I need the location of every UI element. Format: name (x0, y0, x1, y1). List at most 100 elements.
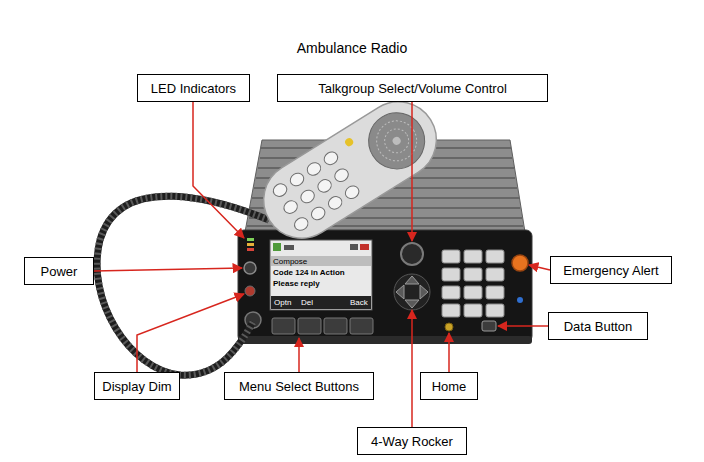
menu-select-buttons (272, 318, 373, 334)
mic-key (292, 215, 310, 233)
keypad-key (464, 286, 482, 299)
display-text: Optn (274, 298, 291, 307)
cable-coils (97, 196, 269, 375)
side-button (517, 297, 523, 303)
mic-key (343, 183, 361, 201)
status-icon (350, 244, 358, 250)
display-text: Code 124 in Action (273, 268, 345, 277)
leader-line (411, 102, 413, 241)
home-button (445, 323, 453, 331)
keypad-key (442, 268, 460, 281)
mic-key (298, 188, 316, 206)
status-icon (360, 244, 369, 250)
leader-line (411, 310, 413, 427)
mic-body (249, 87, 450, 252)
radio-front-face (238, 230, 532, 342)
callout-box: Talkgroup Select/Volume Control (277, 74, 548, 102)
mic-key (332, 167, 350, 185)
keypad-key (464, 250, 482, 263)
callout-box: Display Dim (94, 372, 180, 400)
callout-label: 4-Way Rocker (371, 434, 453, 449)
callout-label: Menu Select Buttons (239, 379, 359, 394)
keypad-key (442, 286, 460, 299)
callout-box: Power (24, 257, 94, 285)
mic-key (326, 194, 344, 212)
speaker-center (391, 135, 402, 146)
status-icon (284, 245, 294, 250)
callout-box: LED Indicators (137, 74, 250, 102)
power-button (244, 262, 256, 274)
keypad-key (486, 304, 504, 317)
mic-key (322, 150, 340, 168)
mic-key (315, 177, 333, 195)
leader-line (298, 338, 300, 372)
callout-label: Emergency Alert (563, 263, 658, 278)
rocker-left (396, 285, 404, 299)
display-dim-button (245, 286, 255, 296)
leader-line (94, 268, 242, 271)
rocker-ring (394, 274, 430, 310)
data-button (482, 321, 496, 331)
softkey-bar (271, 296, 371, 309)
rocker-right (420, 285, 428, 299)
callout-label: Talkgroup Select/Volume Control (318, 81, 507, 96)
leader-line (193, 102, 244, 238)
callout-box: Home (420, 372, 478, 400)
mic-key (271, 181, 289, 199)
display-text: Please reply (273, 279, 320, 288)
mic-key (305, 160, 323, 178)
mic-key (309, 205, 327, 223)
led-indicator (247, 248, 254, 251)
leader-line (529, 265, 550, 270)
callout-label: Display Dim (102, 379, 171, 394)
mic-indicator (344, 137, 355, 148)
rocker-down (405, 300, 419, 308)
callout-box: Data Button (548, 312, 648, 340)
keypad-key (442, 304, 460, 317)
menu-button (272, 318, 295, 334)
callout-box: Menu Select Buttons (224, 372, 374, 400)
leader-line (448, 333, 450, 372)
radio-base (238, 336, 532, 344)
display-text: Back (350, 298, 368, 307)
leader-line (137, 294, 244, 372)
mic-speaker (358, 102, 435, 179)
rocker-up (405, 276, 419, 284)
keypad-key (486, 268, 504, 281)
coiled-cable (97, 196, 269, 375)
leader-lines (94, 102, 550, 427)
leader-line (498, 325, 548, 327)
callout-label: Home (432, 379, 467, 394)
mic-key (282, 198, 300, 216)
display-text: Del (301, 298, 313, 307)
led-indicator (247, 238, 254, 241)
display-text: Compose (273, 257, 307, 266)
callout-label: Data Button (564, 319, 633, 334)
keypad-key (442, 250, 460, 263)
keypad-key (464, 268, 482, 281)
callout-box: Emergency Alert (550, 256, 672, 284)
mic-keypad (271, 150, 361, 233)
volume-knob (401, 243, 423, 265)
mic-key (288, 171, 306, 189)
led-indicator (247, 243, 254, 246)
speaker-grille (369, 113, 424, 168)
diagram-title: Ambulance Radio (0, 40, 704, 56)
callout-label: LED Indicators (151, 81, 236, 96)
menu-button (350, 318, 373, 334)
keypad-key (486, 250, 504, 263)
keypad (442, 250, 504, 317)
callout-box: 4-Way Rocker (357, 427, 467, 455)
speaker-grille (380, 124, 413, 157)
keypad-key (464, 304, 482, 317)
keypad-key (486, 286, 504, 299)
menu-button (324, 318, 347, 334)
display-highlight (271, 256, 371, 266)
status-icon (273, 243, 281, 251)
display-screen (270, 240, 372, 310)
callout-label: Power (41, 264, 78, 279)
menu-button (298, 318, 321, 334)
handheld-microphone (249, 87, 450, 252)
emergency-button (512, 255, 528, 271)
